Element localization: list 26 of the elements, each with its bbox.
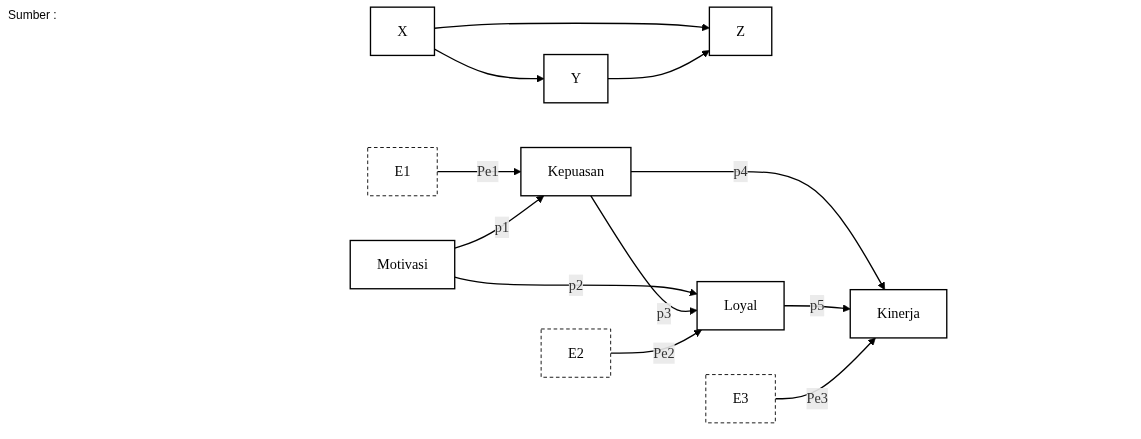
node-box: Loyal (696, 280, 785, 331)
arrow (630, 170, 886, 290)
arrow (607, 50, 710, 80)
source-note: Sumber : (8, 8, 58, 22)
node-box: Motivasi (349, 239, 456, 290)
arrow (454, 276, 698, 296)
edge-label: Pe3 (806, 390, 828, 406)
node-box: E2 (540, 328, 612, 378)
node-box: E3 (705, 374, 776, 424)
node-box: Y (543, 53, 609, 104)
node-box: Kinerja (849, 288, 948, 339)
node-box: Kepuasan (520, 146, 632, 197)
arrow (774, 337, 876, 400)
node-box: E1 (367, 147, 438, 197)
edge-label: Pe2 (653, 345, 675, 361)
edge-label: p3 (656, 305, 672, 321)
edge-label: Pe1 (477, 163, 499, 179)
arrow (610, 329, 702, 354)
edge-label: p1 (494, 219, 510, 235)
arrow (590, 195, 698, 315)
arrow (454, 195, 545, 249)
node-box: Z (708, 6, 773, 57)
edge-label: p2 (568, 277, 584, 293)
node-box: X (369, 6, 436, 57)
edge-label: p4 (733, 163, 748, 179)
edge-label: p5 (810, 297, 825, 313)
